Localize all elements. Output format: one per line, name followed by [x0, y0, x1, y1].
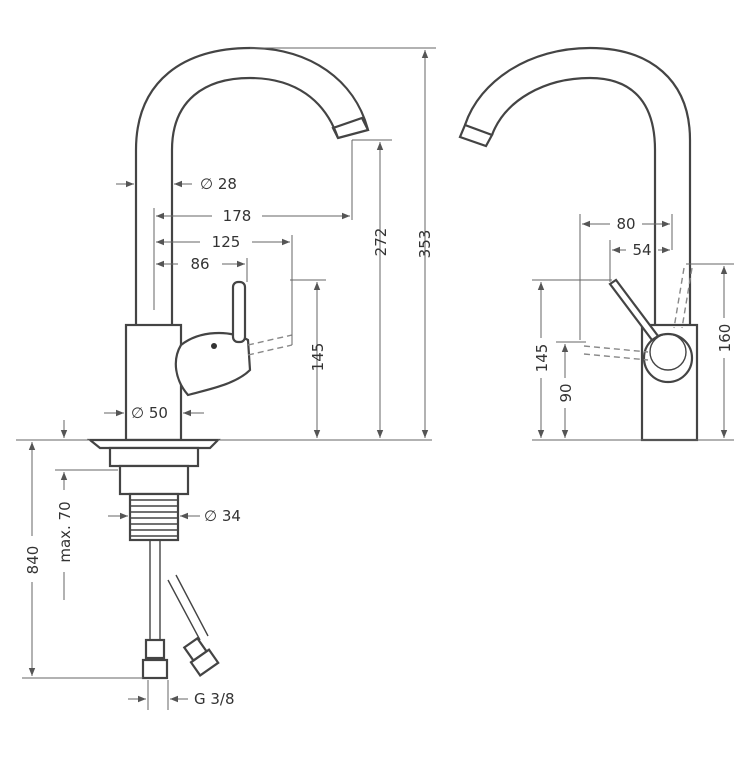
front-hose-fitting-2b: [189, 648, 220, 677]
dim-handle-reach-125: 125: [212, 233, 241, 251]
side-lever-ghost-2: [673, 267, 693, 329]
dim-side-handle-90: 90: [557, 383, 575, 402]
front-mount-ring: [108, 446, 200, 468]
side-spout-tip: [458, 123, 494, 148]
front-body: [124, 323, 183, 442]
dim-body-diameter: ∅ 50: [131, 404, 168, 422]
front-lever-stick: [231, 280, 247, 344]
front-hose-fitting-1b: [141, 658, 169, 680]
dim-spout-reach: 178: [223, 207, 252, 225]
dim-side-handle-145: 145: [533, 344, 551, 373]
front-lever-dot: [211, 343, 217, 349]
side-spout-inner: [490, 76, 657, 325]
side-handle-hub-inner: [649, 333, 687, 371]
dim-handle-reach-86: 86: [190, 255, 209, 273]
front-lever-housing: [174, 331, 252, 397]
dim-spout-diameter: ∅ 28: [200, 175, 237, 193]
front-mount-nut: [118, 464, 190, 496]
front-view: [86, 46, 370, 680]
front-spout: [134, 46, 370, 325]
front-hose-2: [167, 574, 209, 641]
front-thread-lines: [130, 499, 178, 537]
dim-side-offset-80: 80: [616, 215, 635, 233]
front-hose-1: [149, 540, 161, 640]
dim-connection-thread: G 3/8: [194, 690, 235, 708]
dim-side-handle-160: 160: [716, 324, 734, 353]
dim-total-height: 353: [416, 230, 434, 259]
front-hose-fitting-1: [144, 638, 166, 660]
front-spout-inner: [170, 76, 340, 325]
front-spout-tip: [331, 116, 370, 140]
dim-spout-outlet-height: 272: [372, 228, 390, 257]
side-dimensions: 80 54 145 90 160: [532, 214, 734, 441]
front-dimensions: 353 272 145 ∅ 28 178 125 86 ∅ 50: [16, 47, 436, 710]
front-threaded-shank: [128, 492, 180, 542]
side-spout: [463, 46, 692, 325]
side-lever: [608, 278, 660, 342]
front-lever-ghost: [247, 334, 293, 356]
side-view: [458, 46, 699, 442]
dim-hose-length: 840: [24, 546, 42, 575]
side-lever-ghost: [583, 345, 649, 361]
front-base-plate: [86, 438, 221, 450]
dim-side-offset-54: 54: [632, 241, 651, 259]
dim-thread-diameter: ∅ 34: [204, 507, 241, 525]
dim-handle-height-front: 145: [309, 343, 327, 372]
dim-max-counter: max. 70: [56, 501, 74, 562]
